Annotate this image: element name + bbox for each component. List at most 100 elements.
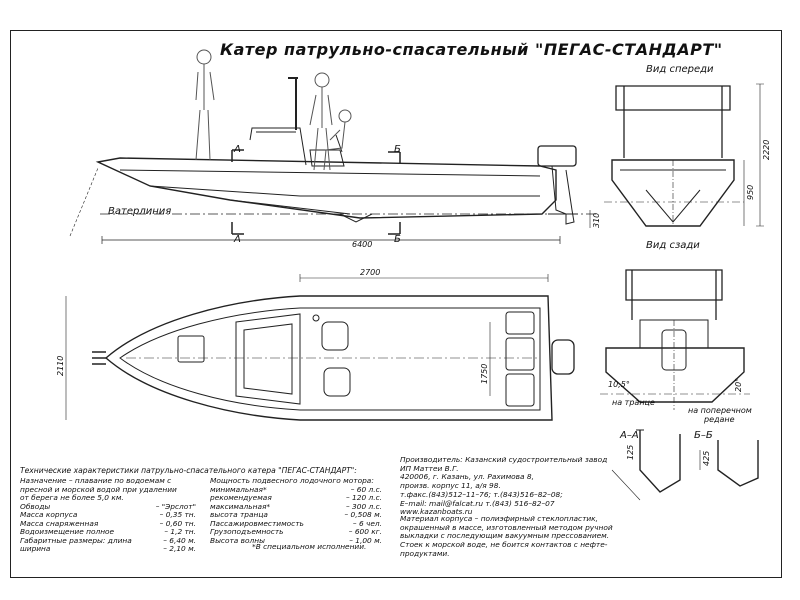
manufacturer-line: Производитель: Казанский судостроительны… bbox=[400, 455, 608, 464]
spec-row: Габаритные размеры: длина – 6,40 м. bbox=[20, 535, 196, 546]
specs-title: Технические характеристики патрульно-спа… bbox=[20, 466, 357, 475]
spec-key: Пассажировместимость bbox=[210, 518, 304, 528]
spec-row: высота транца – 0,508 м. bbox=[210, 510, 382, 520]
dim-height-total: 2220 bbox=[762, 139, 771, 160]
side-console bbox=[249, 127, 307, 166]
manufacturer-line: произв. корпус 11, а/я 98. bbox=[400, 481, 501, 491]
section-mark-a-bottom: А bbox=[234, 234, 241, 245]
dim-plan-length: 2700 bbox=[360, 268, 381, 277]
spec-row: от берега не более 5,0 км. bbox=[20, 493, 196, 503]
frame-note-1: на поперечном bbox=[688, 406, 752, 415]
dim-length: 6400 bbox=[352, 240, 373, 249]
spec-row: минимальная* – 60 л.с. bbox=[210, 484, 382, 495]
spec-value: – 2,10 м. bbox=[163, 544, 196, 553]
spec-row: Грузоподъемность – 600 кг. bbox=[210, 527, 382, 537]
spec-row: Пассажировместимость – 6 чел. bbox=[210, 518, 382, 529]
spec-key: минимальная* bbox=[210, 484, 267, 494]
spec-value bbox=[192, 477, 196, 486]
plan-hull bbox=[104, 295, 553, 421]
material-line: окрашенный в массе, изготовленный методо… bbox=[400, 522, 613, 532]
spec-row: Назначение – плавание по водоемам с bbox=[20, 476, 196, 486]
spec-value: – 600 кг. bbox=[348, 527, 382, 536]
manufacturer-block: Производитель: Казанский судостроительны… bbox=[400, 455, 608, 517]
spec-key: Мощность подвесного лодочного мотора: bbox=[210, 476, 374, 485]
spec-value: – 60 л.с. bbox=[350, 484, 382, 494]
spec-key: Масса корпуса bbox=[20, 510, 78, 519]
spec-key: Назначение – плавание по водоемам с bbox=[20, 476, 172, 485]
manufacturer-line: 420006, г. Казань, ул. Рахимова 8, bbox=[400, 472, 534, 482]
person-figure-1 bbox=[195, 49, 215, 161]
spec-key: Грузоподъемность bbox=[210, 527, 284, 536]
spec-value: – 6 чел. bbox=[352, 518, 382, 528]
spec-key: максимальная* bbox=[210, 501, 271, 511]
spec-key: Водоизмещение полное bbox=[20, 527, 115, 536]
side-hull bbox=[95, 157, 557, 219]
material-line: Материал корпуса – полиэфирный стеклопла… bbox=[400, 514, 598, 523]
specs-footnote: *В специальном исполнении. bbox=[252, 542, 367, 551]
spec-value: – 1,00 м. bbox=[349, 535, 382, 545]
spec-key: рекомендуемая bbox=[210, 493, 272, 502]
drawing-sheet bbox=[10, 30, 782, 578]
person-figure-3 bbox=[323, 109, 352, 171]
material-line: выкладки с последующим вакуумным прессов… bbox=[400, 531, 610, 541]
person-figure-2 bbox=[309, 72, 333, 171]
spec-row: максимальная* – 300 л.с. bbox=[210, 501, 382, 512]
spec-value: – 0,35 тн. bbox=[159, 510, 196, 519]
spec-value: – 300 л.с. bbox=[346, 501, 382, 511]
section-mark-b-top: Б bbox=[394, 144, 401, 155]
spec-row: Обводы – "Эрслот" bbox=[20, 501, 196, 512]
spec-value: – 120 л.с. bbox=[346, 493, 382, 502]
manufacturer-line: E–mail: mail@falcat.ru т.(843) 516–82–07 bbox=[400, 498, 555, 508]
dim-overall-beam: 2110 bbox=[56, 355, 65, 376]
spec-value bbox=[192, 486, 196, 495]
spec-key: Обводы bbox=[20, 501, 51, 511]
spec-row: Масса снаряженная – 0,60 тн. bbox=[20, 518, 196, 529]
dim-deadrise-transom: 10,5° bbox=[608, 380, 630, 389]
side-view bbox=[69, 49, 596, 244]
spec-value: – "Эрслот" bbox=[155, 501, 196, 511]
spec-key: ширина bbox=[20, 544, 51, 553]
front-view-label: Вид спереди bbox=[646, 64, 714, 75]
material-block: Материал корпуса – полиэфирный стеклопла… bbox=[400, 514, 613, 559]
dim-deadrise-frame: 20° bbox=[734, 377, 743, 392]
transom-note: на транце bbox=[612, 398, 655, 407]
material-line: продуктами. bbox=[400, 548, 450, 558]
spec-value: – 0,60 тн. bbox=[159, 518, 196, 528]
rear-view-label: Вид сзади bbox=[646, 240, 700, 251]
dim-draft: 310 bbox=[592, 212, 601, 228]
specs-right: Мощность подвесного лодочного мотора:мин… bbox=[210, 476, 382, 546]
spec-key: от берега не более 5,0 км. bbox=[20, 493, 124, 502]
spec-row: Высота волны – 1,00 м. bbox=[210, 535, 382, 546]
dim-height-hull: 950 bbox=[746, 184, 755, 200]
spec-row: Водоизмещение полное – 1,2 тн. bbox=[20, 527, 196, 537]
spec-row: рекомендуемая – 120 л.с. bbox=[210, 493, 382, 503]
spec-key: Масса снаряженная bbox=[20, 518, 99, 528]
spec-row: ширина – 2,10 м. bbox=[20, 544, 196, 554]
spec-value: – 6,40 м. bbox=[163, 535, 196, 545]
spec-key: пресной и морской водой при удалении bbox=[20, 484, 177, 494]
manufacturer-line: www.kazanboats.ru bbox=[400, 507, 473, 517]
front-view bbox=[604, 83, 764, 227]
spec-key: Габаритные размеры: длина bbox=[20, 535, 132, 545]
spec-value: – 0,508 м. bbox=[344, 510, 382, 519]
manufacturer-line: ИП Маттеи В.Г. bbox=[400, 463, 459, 473]
rear-view bbox=[600, 269, 750, 410]
spec-key: Высота волны bbox=[210, 535, 265, 545]
spec-key: высота транца bbox=[210, 510, 268, 519]
spec-row: Мощность подвесного лодочного мотора: bbox=[210, 476, 382, 486]
section-views bbox=[611, 429, 759, 501]
spec-row: Масса корпуса – 0,35 тн. bbox=[20, 510, 196, 520]
drawing-title: Катер патрульно-спасательный "ПЕГАС-СТАН… bbox=[220, 40, 723, 59]
dim-section-b: 425 bbox=[702, 450, 711, 466]
manufacturer-line: т.факс.(843)512–11–76; т.(843)516–82–08; bbox=[400, 489, 563, 499]
dim-section-a: 125 bbox=[626, 444, 635, 460]
section-aa-label: А–А bbox=[620, 430, 639, 441]
frame-note-2: редане bbox=[704, 415, 735, 424]
section-mark-a-top: А bbox=[234, 144, 241, 155]
material-line: Стоек к морской воде, не боится контакто… bbox=[400, 540, 608, 550]
spec-value: – 1,2 тн. bbox=[164, 527, 196, 536]
spec-row: пресной и морской водой при удалении bbox=[20, 484, 196, 495]
dim-plan-beam: 1750 bbox=[480, 363, 489, 384]
